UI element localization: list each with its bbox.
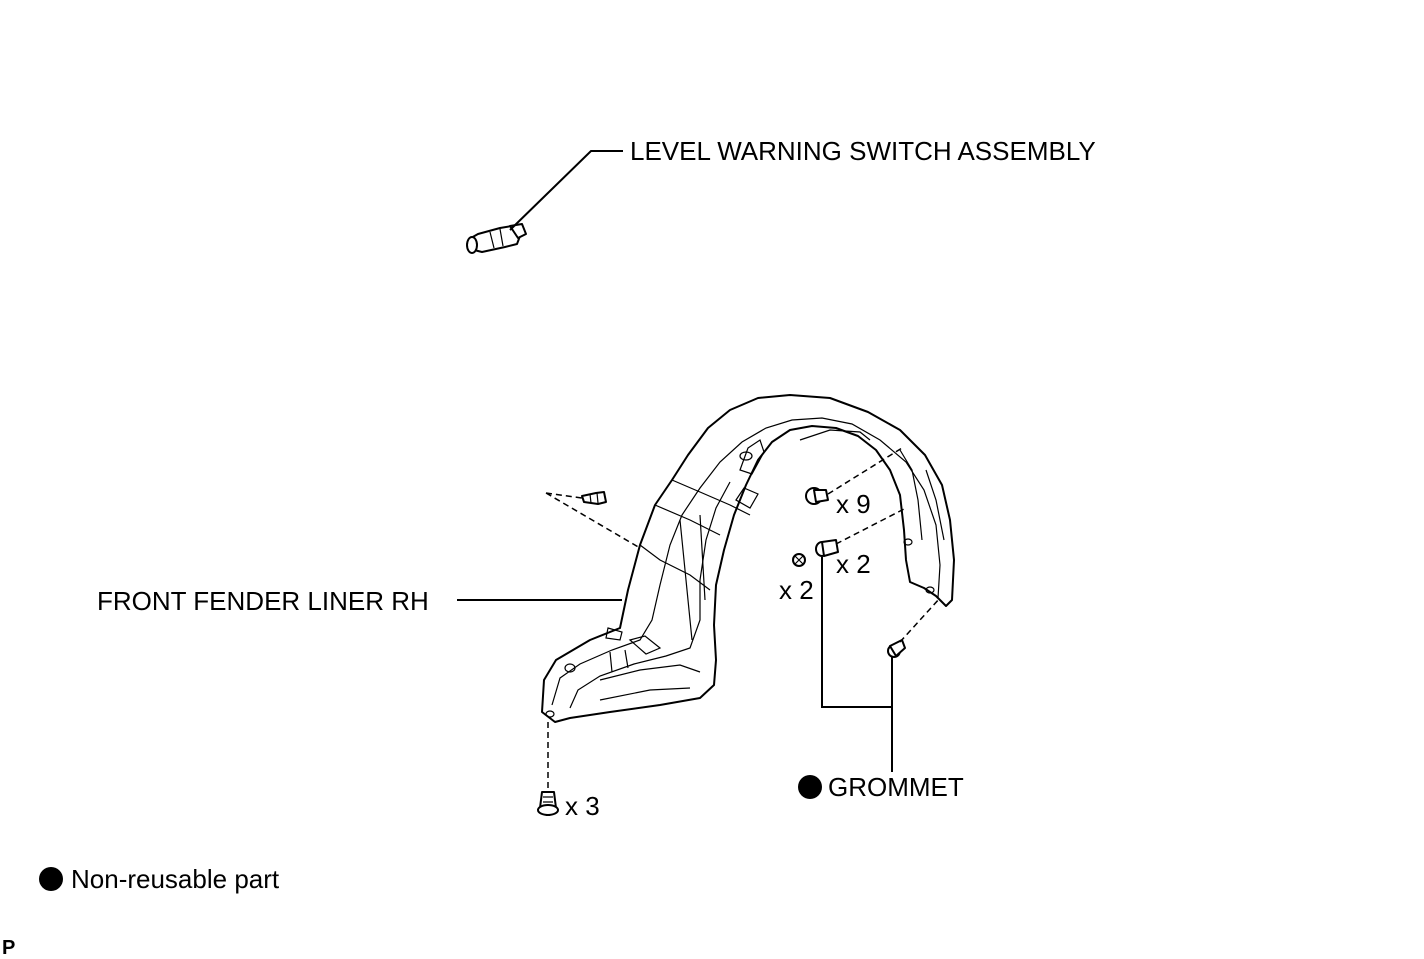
qty-x2-right-label: x 2 xyxy=(836,549,871,579)
upper-left-clip xyxy=(581,491,607,505)
corner-mark: P xyxy=(2,937,15,959)
clip-x9-dashed-line xyxy=(827,447,903,495)
grommet-label: GROMMET xyxy=(828,772,964,802)
legend-non-reusable-label: Non-reusable part xyxy=(71,864,280,894)
grommet-lower-right xyxy=(887,639,906,658)
level-warning-switch-label: LEVEL WARNING SWITCH ASSEMBLY xyxy=(630,136,1096,166)
level-warning-switch-part xyxy=(466,223,527,254)
level-switch-leader-line xyxy=(509,150,623,231)
screw-x3 xyxy=(537,791,559,816)
grommet-x2-dashed-line xyxy=(835,507,907,545)
screw-x2-left xyxy=(792,553,806,567)
qty-x3-label: x 3 xyxy=(565,791,600,821)
upper-left-clip-dashed-line xyxy=(545,492,641,549)
legend-filled-circle-icon xyxy=(39,867,63,891)
clip-x9 xyxy=(805,487,829,505)
front-fender-liner-label: FRONT FENDER LINER RH xyxy=(97,586,429,616)
front-fender-liner-part xyxy=(541,394,955,723)
qty-x9-label: x 9 xyxy=(836,489,871,519)
grommet-lower-right-dashed-line xyxy=(899,597,941,643)
grommet-x2-right xyxy=(815,539,839,557)
non-reusable-filled-circle-icon xyxy=(798,775,822,799)
qty-x2-left-label: x 2 xyxy=(779,575,814,605)
grommet-bracket-leader xyxy=(821,557,893,772)
